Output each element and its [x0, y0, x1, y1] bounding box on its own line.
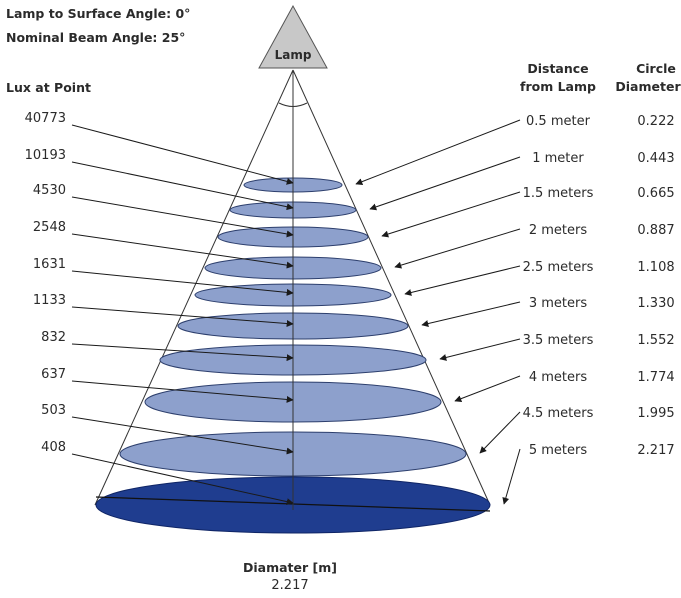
distance-value: 1.5 meters: [523, 186, 594, 201]
diameter-value: 1.330: [637, 296, 674, 311]
diameter-value: 0.222: [637, 114, 674, 129]
distance-leader-arrow: [369, 156, 521, 211]
lux-leader-arrow: [71, 270, 294, 296]
lux-leader-arrow: [71, 233, 294, 269]
cone-left-edge: [94, 69, 294, 506]
row-labels-group: 40773 0.5 meter 0.222 10193 1 meter 0.443 4530…: [25, 111, 675, 458]
diameter-value: 0.443: [637, 151, 674, 166]
beam-angle-text: Nominal Beam Angle: 25°: [6, 30, 185, 45]
lux-leader-arrow: [71, 343, 294, 362]
distance-header-line1: Distance: [527, 61, 588, 76]
lux-leader-arrow: [71, 161, 294, 211]
diameter-value: 1.774: [637, 370, 674, 385]
distance-value: 3.5 meters: [523, 333, 594, 348]
distance-value: 3 meters: [529, 296, 588, 311]
lux-value: 503: [41, 403, 66, 418]
distance-value: 0.5 meter: [526, 114, 591, 129]
lux-value: 1631: [33, 257, 66, 272]
distance-leader-arrow: [439, 338, 521, 361]
distance-value: 2.5 meters: [523, 260, 594, 275]
lux-leader-arrow: [71, 380, 294, 403]
distance-leader-arrow: [355, 119, 521, 185]
distance-value: 4.5 meters: [523, 406, 594, 421]
lux-leader-arrow: [71, 306, 294, 328]
lux-column-header: Lux at Point: [6, 80, 91, 95]
distance-value: 1 meter: [532, 151, 584, 166]
distance-value: 5 meters: [529, 443, 588, 458]
distance-header-line2: from Lamp: [520, 79, 596, 94]
diameter-value: 0.665: [637, 186, 674, 201]
lux-leader-arrow: [71, 416, 294, 455]
distance-leader-arrow: [421, 301, 521, 327]
lamp-icon: [258, 4, 328, 69]
circle-header-line1: Circle: [636, 61, 676, 76]
distance-leader-arrow: [479, 411, 521, 454]
distance-leader-arrow: [502, 448, 521, 505]
lamp-angle-text: Lamp to Surface Angle: 0°: [6, 6, 190, 21]
diameter-value: 0.887: [637, 223, 674, 238]
distance-value: 4 meters: [529, 370, 588, 385]
lux-value: 408: [41, 440, 66, 455]
lux-leader-arrow: [71, 196, 294, 238]
lux-value: 4530: [33, 183, 66, 198]
diameter-footer-label: Diamater [m]: [243, 560, 337, 575]
diameter-value: 1.108: [637, 260, 674, 275]
distance-leader-arrow: [381, 191, 521, 238]
distance-value: 2 meters: [529, 223, 588, 238]
diameter-value: 2.217: [637, 443, 674, 458]
distance-leader-arrow: [454, 375, 521, 403]
distance-leader-arrow: [394, 228, 521, 269]
lux-value: 40773: [25, 111, 66, 126]
diameter-value: 1.995: [637, 406, 674, 421]
diameter-value: 1.552: [637, 333, 674, 348]
lamp-label: Lamp: [275, 48, 312, 62]
distance-leader-arrow: [404, 265, 521, 296]
diameter-footer-value: 2.217: [271, 578, 308, 593]
cone-right-edge: [292, 69, 491, 506]
circle-header-line2: Diameter: [615, 79, 681, 94]
lux-leader-arrow: [71, 453, 294, 506]
lux-leader-arrow: [71, 124, 294, 185]
leader-lines-group: [71, 119, 521, 506]
lux-value: 1133: [33, 293, 66, 308]
lux-value: 2548: [33, 220, 66, 235]
lux-value: 832: [41, 330, 66, 345]
lux-value: 10193: [25, 148, 66, 163]
lux-value: 637: [41, 367, 66, 382]
